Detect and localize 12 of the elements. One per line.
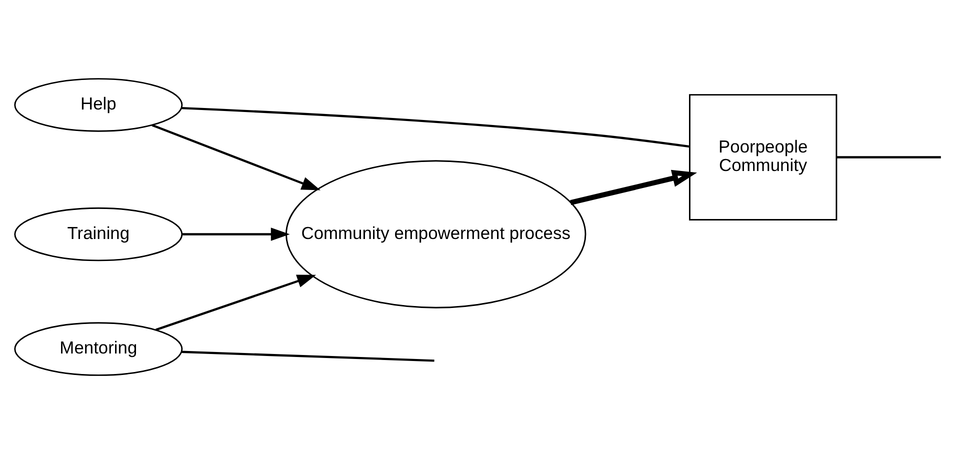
node-ellipse: Mentoring <box>14 322 183 376</box>
node-ellipse: Help <box>14 78 183 132</box>
connector <box>182 107 690 148</box>
arrow <box>156 274 316 331</box>
connector <box>182 350 434 362</box>
node-ellipse: Training <box>14 207 183 262</box>
arrow <box>152 124 320 190</box>
node-ellipse: Community empowerment process <box>286 160 586 308</box>
node-box: Poorpeople Community <box>689 94 838 220</box>
arrow <box>570 170 698 206</box>
arrow <box>182 228 290 241</box>
connector <box>836 156 941 158</box>
